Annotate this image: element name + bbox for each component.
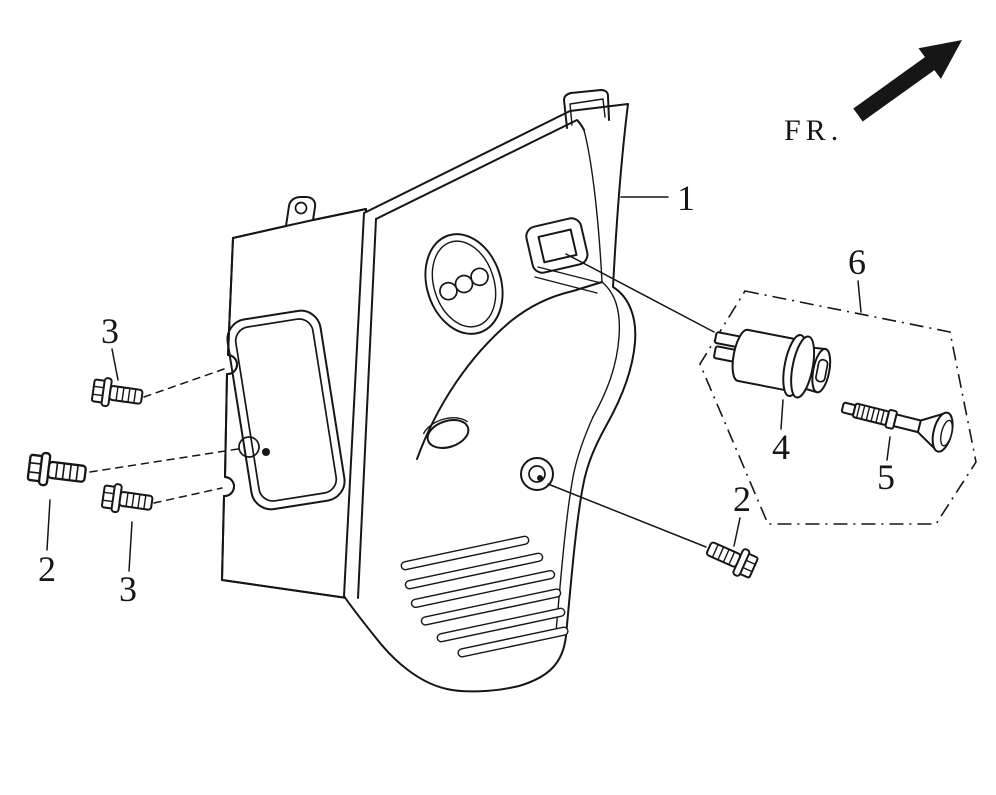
callout-label-3-mid: 3 bbox=[119, 569, 137, 609]
switch-mount-hole bbox=[525, 217, 589, 274]
assembly-boundary bbox=[699, 290, 977, 525]
plate-tab-hole bbox=[294, 201, 308, 215]
leader-bolt2-right bbox=[547, 483, 707, 548]
side-cover-panel bbox=[343, 89, 637, 693]
vent-slots bbox=[400, 535, 569, 658]
leader-switch bbox=[565, 253, 715, 333]
switch-key-rod bbox=[840, 401, 954, 453]
callout-line-6 bbox=[857, 280, 862, 313]
leader-bolt3-top bbox=[143, 368, 225, 398]
grommet-hole bbox=[520, 457, 554, 491]
front-direction-label: FR. bbox=[784, 114, 843, 147]
callout-label-1: 1 bbox=[677, 178, 695, 218]
callout-line-3-mid bbox=[128, 521, 133, 572]
callout-label-2-right: 2 bbox=[733, 479, 751, 519]
callout-label-4: 4 bbox=[772, 427, 790, 467]
callout-label-3-top: 3 bbox=[101, 311, 119, 351]
callout-label-5: 5 bbox=[877, 457, 895, 497]
bolt-3-top bbox=[90, 375, 145, 412]
bolt-2-right bbox=[702, 534, 761, 582]
keyhole-slot bbox=[815, 358, 829, 383]
ignition-switch-body bbox=[713, 328, 832, 399]
callout-line-3-top bbox=[111, 348, 119, 381]
panel-top-tab bbox=[563, 89, 610, 129]
leader-bolt3-mid bbox=[153, 487, 223, 504]
front-arrow-icon bbox=[853, 40, 962, 122]
callout-line-2-right bbox=[733, 517, 741, 547]
oval-boss bbox=[424, 233, 504, 335]
back-mounting-plate bbox=[221, 196, 367, 599]
bolt-2-left bbox=[26, 450, 89, 492]
callout-line-4 bbox=[780, 399, 784, 430]
plate-bolt-hole bbox=[238, 436, 260, 458]
callouts: 1 3 2 3 2 4 5 6 bbox=[38, 178, 895, 609]
callout-line-5 bbox=[886, 436, 891, 461]
leader-bolt2-left bbox=[89, 448, 239, 473]
plate-top-tab bbox=[285, 196, 317, 227]
plate-dot bbox=[262, 448, 270, 456]
bolt-3-mid bbox=[100, 481, 155, 518]
callout-line-2-left bbox=[46, 499, 51, 551]
callout-label-2-left: 2 bbox=[38, 549, 56, 589]
callout-label-6: 6 bbox=[848, 242, 866, 282]
comma-slot bbox=[422, 417, 470, 449]
plate-opening bbox=[226, 309, 346, 511]
front-direction-indicator: FR. bbox=[784, 40, 962, 147]
